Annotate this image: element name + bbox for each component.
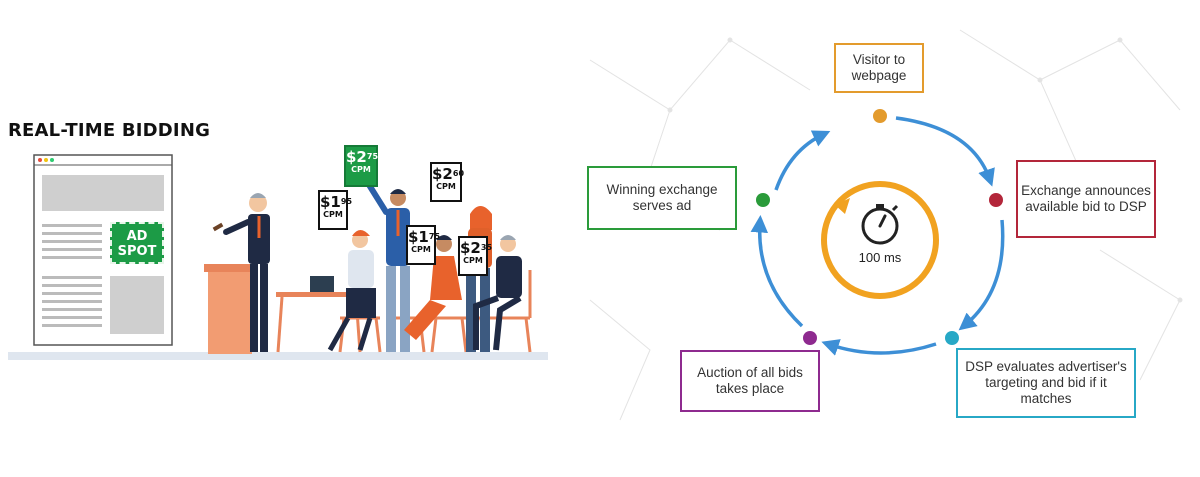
step-dot: [803, 331, 817, 345]
bid-dollars: $1: [408, 228, 429, 246]
timer-label: 100 ms: [858, 250, 902, 265]
step-visitor-box: Visitor to webpage: [834, 43, 924, 93]
bid-unit: CPM: [436, 182, 456, 191]
cycle-arrow: [750, 215, 804, 328]
timer-ring: [821, 181, 939, 299]
cycle-arrow: [958, 219, 1005, 331]
bid-sign: $235 CPM: [458, 236, 492, 276]
rtb-title: REAL-TIME BIDDING: [8, 120, 211, 141]
ad-spot-line-1: AD: [126, 229, 148, 244]
step-dsp-text: DSP evaluates advertiser's targeting and…: [965, 359, 1127, 406]
bid-sign: $260 CPM: [430, 162, 465, 202]
step-winning-box: Winning exchange serves ad: [587, 166, 737, 230]
bid-cents: 75: [366, 152, 379, 161]
step-winning-text: Winning exchange serves ad: [606, 182, 718, 213]
bid-sign: $175 CPM: [406, 225, 440, 265]
bid-unit: CPM: [323, 210, 343, 219]
bid-unit: CPM: [463, 256, 483, 265]
step-dot: [989, 193, 1003, 207]
bid-unit: CPM: [351, 165, 371, 174]
step-dot: [756, 193, 770, 207]
bid-unit: CPM: [411, 245, 431, 254]
winning-bid-sign: $275 CPM: [344, 145, 378, 187]
bidder-older-man: [473, 235, 522, 351]
cycle-arrow: [895, 116, 995, 187]
step-auction-text: Auction of all bids takes place: [697, 365, 803, 396]
bid-dollars: $2: [346, 148, 367, 166]
cycle-arrow: [821, 339, 937, 356]
step-auction-box: Auction of all bids takes place: [680, 350, 820, 412]
bid-cents: 35: [480, 243, 493, 252]
bidder-man-standing: [363, 177, 410, 352]
bidder-woman-laptop: [327, 230, 376, 352]
bidder-woman-orange-dress: [404, 235, 462, 340]
auction-illustration: [8, 154, 548, 360]
cycle-arrow: [774, 130, 831, 191]
cycle-arrows: [750, 116, 1005, 356]
ad-spot-line-2: SPOT: [117, 244, 157, 259]
step-dots: [756, 109, 1003, 345]
podium: [204, 264, 256, 354]
bid-dollars: $2: [460, 239, 481, 257]
step-exchange-text: Exchange announces available bid to DSP: [1021, 183, 1151, 214]
bid-cents: 95: [340, 197, 353, 206]
step-dsp-box: DSP evaluates advertiser's targeting and…: [956, 348, 1136, 418]
floor: [8, 352, 548, 360]
timer-ring-arrowhead: [835, 198, 850, 214]
ad-spot-badge: AD SPOT: [110, 222, 164, 264]
bid-sign: $195 CPM: [318, 190, 352, 230]
bid-dollars: $2: [432, 165, 453, 183]
step-exchange-box: Exchange announces available bid to DSP: [1016, 160, 1156, 238]
rtb-cycle-diagram: [589, 29, 1183, 421]
bid-dollars: $1: [320, 193, 341, 211]
auctioneer-figure: [212, 193, 270, 352]
bid-cents: 75: [428, 232, 441, 241]
step-dot: [873, 109, 887, 123]
stopwatch-icon: [861, 204, 899, 245]
bid-cents: 60: [452, 169, 465, 178]
step-dot: [945, 331, 959, 345]
step-visitor-text: Visitor to webpage: [851, 52, 907, 83]
